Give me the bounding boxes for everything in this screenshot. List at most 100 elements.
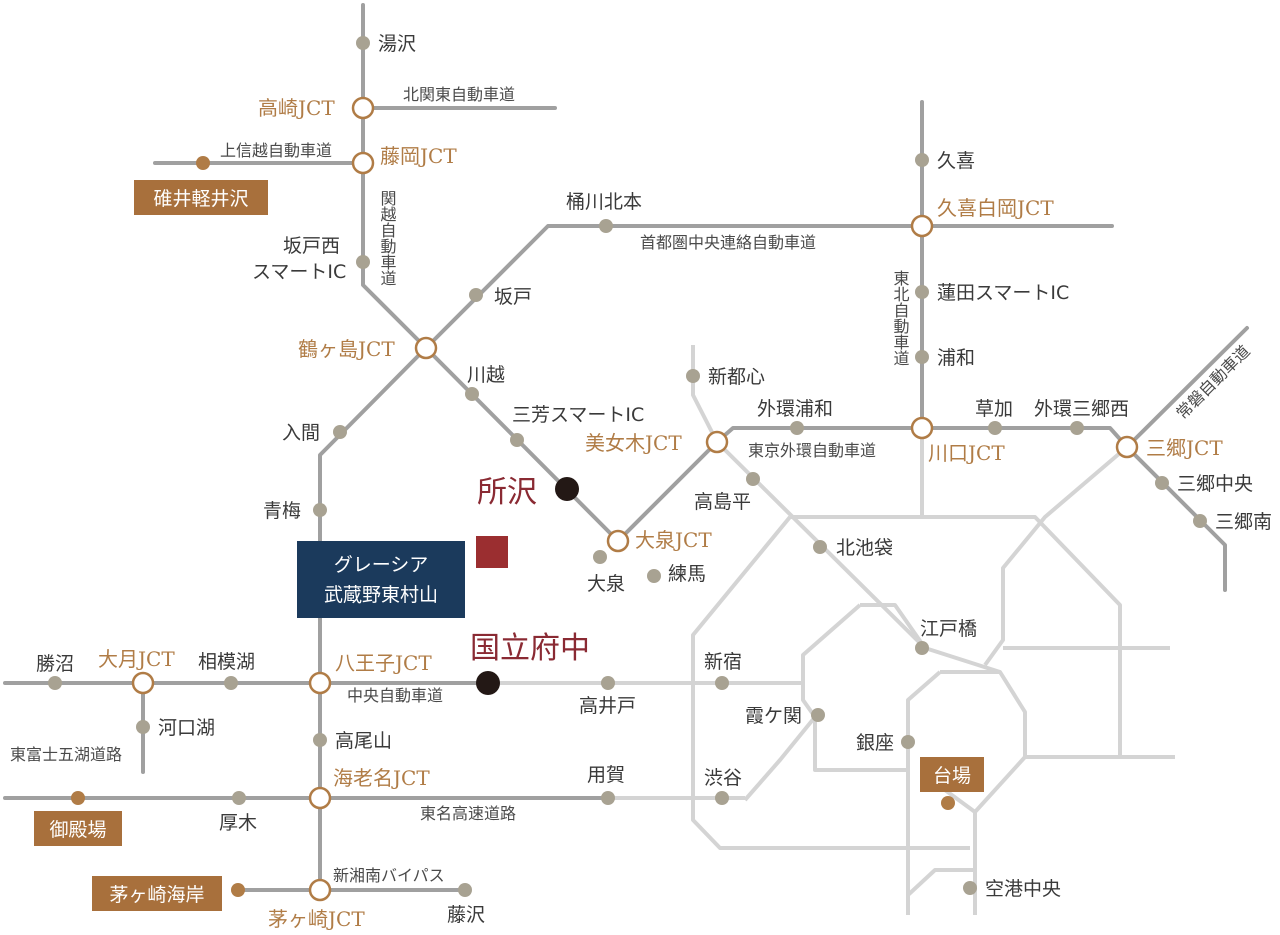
road-label-kenodo: 首都圏中央連絡自動車道: [640, 233, 816, 252]
node-takashimadaira: [746, 472, 760, 486]
node-sakado: [469, 288, 483, 302]
jct-takasaki: [351, 96, 375, 120]
label-gaikan-misato: 外環三郷西: [1034, 398, 1129, 420]
node-ginza: [901, 735, 915, 749]
road-label-shinshonan: 新湘南バイパス: [333, 866, 445, 885]
label-gotemba: 御殿場: [49, 819, 106, 841]
label-misato-minami: 三郷南: [1215, 511, 1272, 533]
property-box-bg: [297, 541, 465, 618]
road-label-gaikan: 東京外環自動車道: [748, 441, 876, 460]
node-hasuda: [915, 285, 929, 299]
node-okegawa: [599, 219, 613, 233]
node-gaikan-misato: [1070, 421, 1084, 435]
node-soka: [988, 421, 1002, 435]
label-takashimadaira: 高島平: [694, 491, 751, 513]
node-atsugi: [232, 791, 246, 805]
jct-otsuki: [131, 671, 155, 695]
label-katsunuma: 勝沼: [36, 653, 74, 675]
node-ikebukuro: [813, 540, 827, 554]
node-kawagoe: [465, 387, 479, 401]
box-gotemba: [34, 811, 122, 846]
label-sakadonishi: 坂戸西: [283, 235, 340, 257]
node-sakadonishi: [356, 255, 370, 269]
node-takaosan: [313, 733, 327, 747]
label-oizumi: 大泉: [587, 573, 625, 595]
jct-label-fujioka: 藤岡JCT: [380, 144, 457, 168]
node-iruma: [333, 425, 347, 439]
node-misato-minami: [1193, 514, 1207, 528]
label-nerima: 練馬: [668, 563, 706, 585]
node-misato-chuo: [1155, 476, 1169, 490]
jct-label-takasaki: 高崎JCT: [258, 96, 335, 120]
node-shintoshin: [686, 369, 700, 383]
node-takaido: [601, 676, 615, 690]
label-sagamiko: 相模湖: [198, 651, 255, 673]
box-daiba: [920, 757, 984, 792]
label-miyoshi: 三芳スマートIC: [512, 404, 644, 426]
dot-karuizawa: [196, 156, 210, 170]
label-ikebukuro: 北池袋: [836, 537, 893, 559]
label-yoga: 用賀: [587, 764, 625, 786]
label-sakado: 坂戸: [494, 286, 532, 308]
node-kuki: [915, 153, 929, 167]
node-katsunuma: [48, 676, 62, 690]
label-karuizawa: 碓井軽井沢: [153, 188, 248, 210]
node-edobashi: [915, 641, 929, 655]
node-fujisawa: [458, 883, 472, 897]
label-yuzawa: 湯沢: [378, 33, 416, 55]
dot-tokorozawa: [555, 477, 579, 501]
jct-label-oizumi: 大泉JCT: [635, 528, 712, 552]
label-kasumigaseki: 霞ケ関: [745, 705, 802, 727]
label-ginza: 銀座: [856, 732, 894, 754]
jct-oizumi: [606, 529, 630, 553]
node-shibuya: [715, 791, 729, 805]
jct-misato: [1115, 435, 1139, 459]
dot-gotemba: [71, 791, 85, 805]
highlight-labels: 所沢 国立府中: [470, 475, 590, 666]
road-label-kanetsu: 関越自動車道: [378, 190, 397, 286]
dot-chigasaki-beach: [231, 883, 245, 897]
jct-tsurugashima: [414, 336, 438, 360]
dot-daiba: [941, 796, 955, 810]
label-daiba: 台場: [933, 765, 971, 787]
destination-boxes: 碓井軽井沢 御殿場 茅ヶ崎海岸 台場: [34, 180, 984, 911]
label-kawaguchiko: 河口湖: [158, 717, 215, 739]
destination-dots: [71, 156, 955, 897]
label-shinjuku: 新宿: [704, 651, 742, 673]
label-ome: 青梅: [263, 500, 301, 522]
dot-kokuritsu-fuchu: [476, 671, 500, 695]
jct-label-chigasaki: 茅ヶ崎JCT: [268, 907, 365, 931]
node-nerima: [647, 569, 661, 583]
jct-kuki-shiraoka: [910, 214, 934, 238]
road-label-tomei: 東名高速道路: [420, 804, 516, 823]
label-tokorozawa: 所沢: [477, 475, 537, 510]
property-box: グレーシア 武蔵野東村山: [297, 541, 465, 618]
jct-fujioka: [351, 151, 375, 175]
jct-bijogi: [705, 430, 729, 454]
node-yoga: [601, 791, 615, 805]
highlight-dots: [476, 477, 579, 695]
jct-label-kuki-shiraoka: 久喜白岡JCT: [937, 196, 1054, 220]
property-marker-square: [476, 536, 508, 568]
box-chigasaki-beach: [92, 876, 222, 911]
label-iruma: 入間: [282, 422, 320, 444]
station-nodes: [48, 36, 1207, 897]
jct-nodes: [131, 96, 1139, 902]
label-takaido: 高井戸: [579, 695, 636, 717]
jct-chigasaki: [308, 878, 332, 902]
label-kokuritsu-fuchu: 国立府中: [470, 631, 590, 666]
label-takaosan: 高尾山: [335, 730, 392, 752]
jct-label-tsurugashima: 鶴ヶ島JCT: [298, 337, 395, 361]
label-soka: 草加: [975, 398, 1013, 420]
label-smart-ic: スマートIC: [252, 261, 346, 283]
jct-ebina: [308, 786, 332, 810]
road-label-joshinetsu: 上信越自動車道: [220, 141, 332, 160]
node-yuzawa: [356, 36, 370, 50]
label-atsugi: 厚木: [219, 812, 257, 834]
jct-label-misato: 三郷JCT: [1146, 436, 1223, 460]
label-gaikan-urawa: 外環浦和: [757, 398, 833, 420]
jct-label-bijogi: 美女木JCT: [585, 431, 682, 455]
node-miyoshi: [510, 433, 524, 447]
